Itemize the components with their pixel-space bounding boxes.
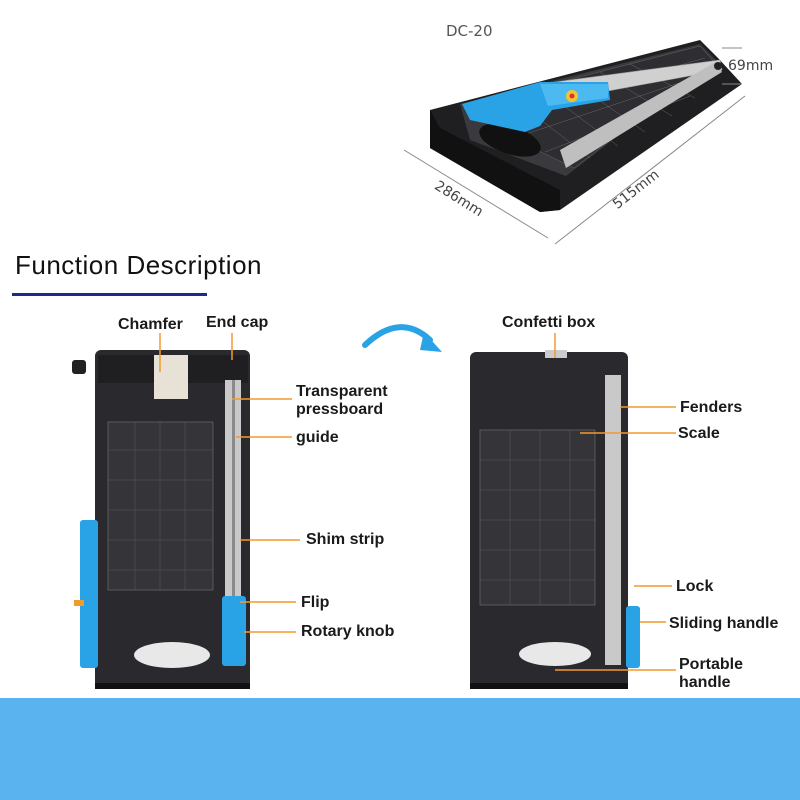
model-name: DC-20 bbox=[446, 22, 493, 40]
label-rotary-knob: Rotary knob bbox=[301, 623, 395, 640]
cutter-left-view bbox=[72, 350, 250, 689]
heading-underline bbox=[12, 293, 207, 296]
label-flip: Flip bbox=[301, 594, 330, 611]
dimension-height: 69mm bbox=[728, 58, 774, 74]
section-title: Function Description bbox=[15, 250, 262, 280]
cutter-top-view bbox=[430, 40, 742, 212]
label-handle: handle bbox=[679, 674, 731, 691]
label-scale: Scale bbox=[678, 425, 720, 442]
label-shim-strip: Shim strip bbox=[306, 531, 385, 548]
label-transparent: Transparent bbox=[296, 383, 388, 400]
blue-handle bbox=[462, 82, 610, 132]
label-portable: Portable bbox=[679, 656, 744, 673]
label-confetti-box: Confetti box bbox=[502, 314, 596, 331]
leader-lines bbox=[159, 333, 676, 671]
label-end-cap: End cap bbox=[206, 314, 269, 331]
rotate-arrow-icon bbox=[362, 324, 442, 352]
label-fenders: Fenders bbox=[680, 399, 743, 416]
label-guide: guide bbox=[296, 429, 339, 446]
dimension-lines bbox=[403, 47, 746, 245]
cutter-right-view bbox=[470, 350, 640, 689]
label-sliding-handle: Sliding handle bbox=[669, 615, 779, 632]
label-pressboard: pressboard bbox=[296, 401, 384, 418]
bottom-band bbox=[0, 698, 800, 800]
label-lock: Lock bbox=[676, 578, 714, 595]
label-chamfer: Chamfer bbox=[118, 316, 183, 333]
